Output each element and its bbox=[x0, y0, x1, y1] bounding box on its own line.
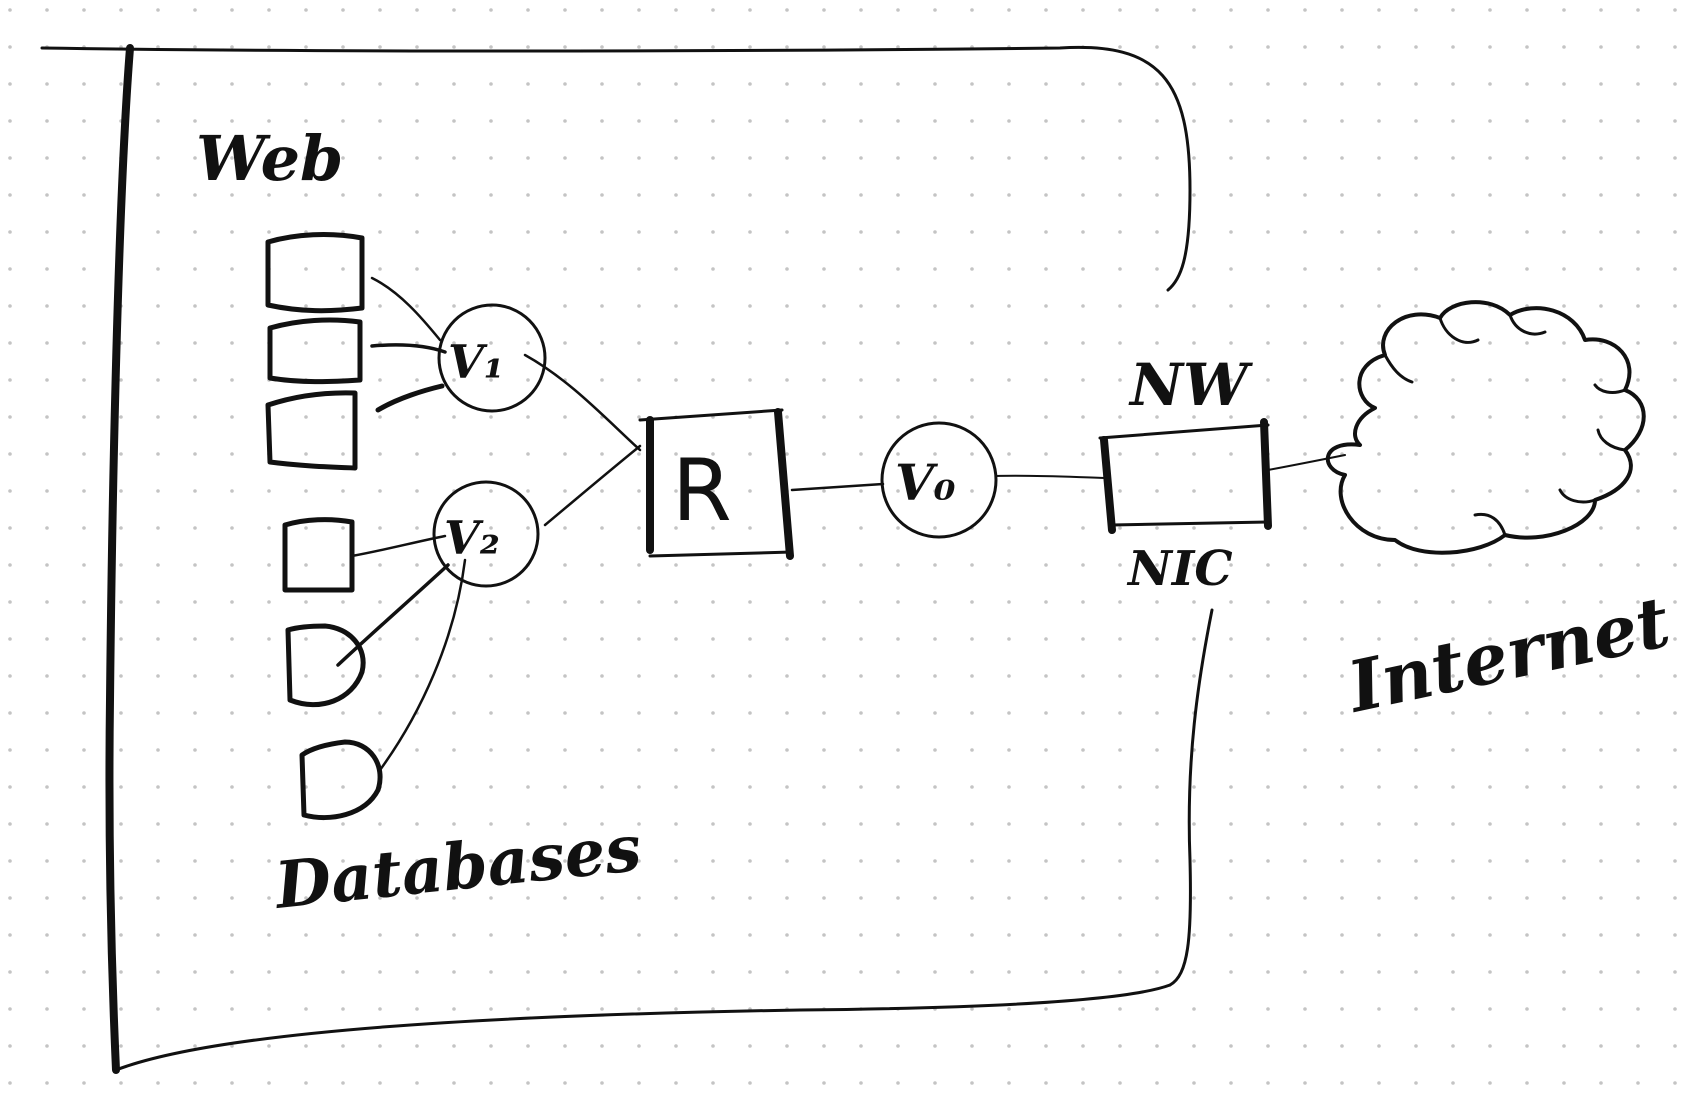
v2-switch-circle bbox=[432, 480, 540, 588]
web-server-box-3 bbox=[265, 390, 358, 471]
ink-strokes: Web Databases V₁ V₂ R V₀ NW NIC Internet bbox=[40, 44, 1677, 1074]
nw-label: NW bbox=[1128, 351, 1253, 419]
link-web1-v1 bbox=[370, 276, 442, 342]
v1-switch-circle bbox=[437, 303, 547, 413]
database-group bbox=[282, 517, 383, 820]
v2-label: V₂ bbox=[444, 511, 500, 565]
nic-box bbox=[1098, 418, 1272, 534]
database-3 bbox=[299, 739, 383, 820]
web-server-stack bbox=[265, 232, 365, 471]
container-top-border bbox=[40, 45, 1192, 292]
link-router-v0 bbox=[790, 482, 885, 492]
web-server-box-1 bbox=[265, 232, 365, 314]
web-server-box-2 bbox=[267, 317, 363, 385]
link-v2-router bbox=[543, 444, 642, 527]
link-v0-nic bbox=[995, 474, 1107, 479]
nic-label: NIC bbox=[1126, 541, 1233, 597]
container-right-lower-border bbox=[1168, 608, 1214, 987]
connection-lines bbox=[336, 276, 1346, 772]
container-bottom-border bbox=[114, 983, 1172, 1072]
link-db1-v2 bbox=[350, 534, 447, 558]
database-1 bbox=[282, 517, 355, 593]
v0-label: V₀ bbox=[895, 453, 956, 512]
v0-switch-circle bbox=[880, 421, 998, 539]
database-2 bbox=[285, 623, 366, 708]
link-v1-router bbox=[523, 353, 642, 452]
v1-label: V₁ bbox=[448, 335, 504, 389]
link-web2-v1 bbox=[370, 343, 447, 354]
internet-cloud-icon bbox=[1325, 300, 1646, 555]
internet-cloud-inner-curls bbox=[1383, 313, 1627, 537]
container-left-border bbox=[105, 44, 134, 1074]
web-label: Web bbox=[196, 122, 343, 195]
link-web3-v1 bbox=[375, 383, 445, 413]
router-label: R bbox=[672, 441, 732, 541]
link-db2-v2 bbox=[336, 563, 450, 667]
router-box bbox=[638, 408, 794, 560]
link-nic-internet bbox=[1267, 454, 1346, 471]
link-db3-v2 bbox=[378, 558, 467, 772]
